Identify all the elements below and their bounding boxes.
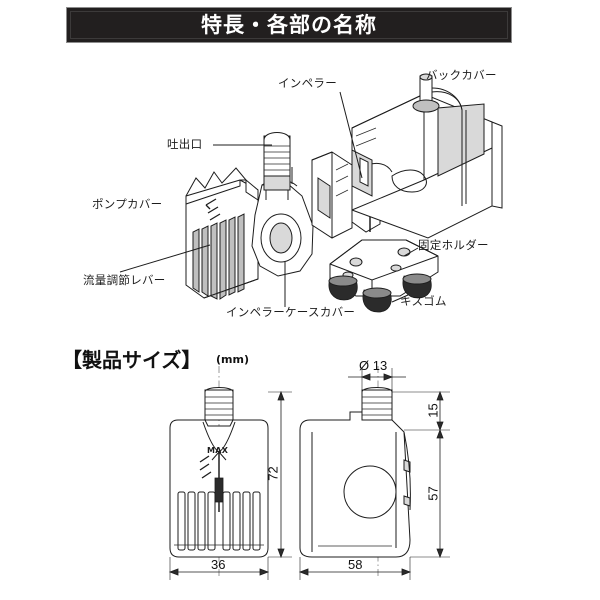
dim-body-height: 57 [425,486,441,501]
front-view-max-marking: MAX [207,446,229,455]
label-flow-lever: 流量調節レバー [83,273,166,287]
impeller-case-cover-drawing [251,165,314,277]
size-section-unit: (mm) [216,353,249,366]
label-fixing-holder: 固定ホルダー [418,238,489,252]
side-view-drawing [299,366,411,578]
label-impeller: インペラー [278,76,337,90]
dim-front-height: 72 [265,466,281,481]
fixing-holder-drawing [328,239,439,313]
dim-front-width: 36 [211,557,226,572]
page-title: 特長・各部の名称 [201,12,377,37]
front-view-drawing [169,366,269,578]
suction-cup-drawing [328,273,432,313]
label-suction-cup: キスゴム [400,294,447,308]
leader-lines [119,91,419,307]
impeller-housing-drawing [311,151,353,239]
label-impeller-case-cover: インペラーケースカバー [226,305,356,319]
label-outlet: 吐出口 [167,137,203,151]
dim-nozzle-height: 15 [425,403,441,418]
label-pump-cover: ポンプカバー [92,197,163,211]
outlet-nozzle-drawing [263,132,291,200]
label-back-cover: バックカバー [426,68,497,82]
dim-side-depth: 58 [348,557,363,572]
pump-cover-drawing [185,167,259,300]
back-cover-drawing [351,73,503,239]
dim-nozzle-diameter: Ø 13 [359,358,388,373]
dimension-lines [168,368,450,580]
size-section-title: 【製品サイズ】 [62,348,202,372]
